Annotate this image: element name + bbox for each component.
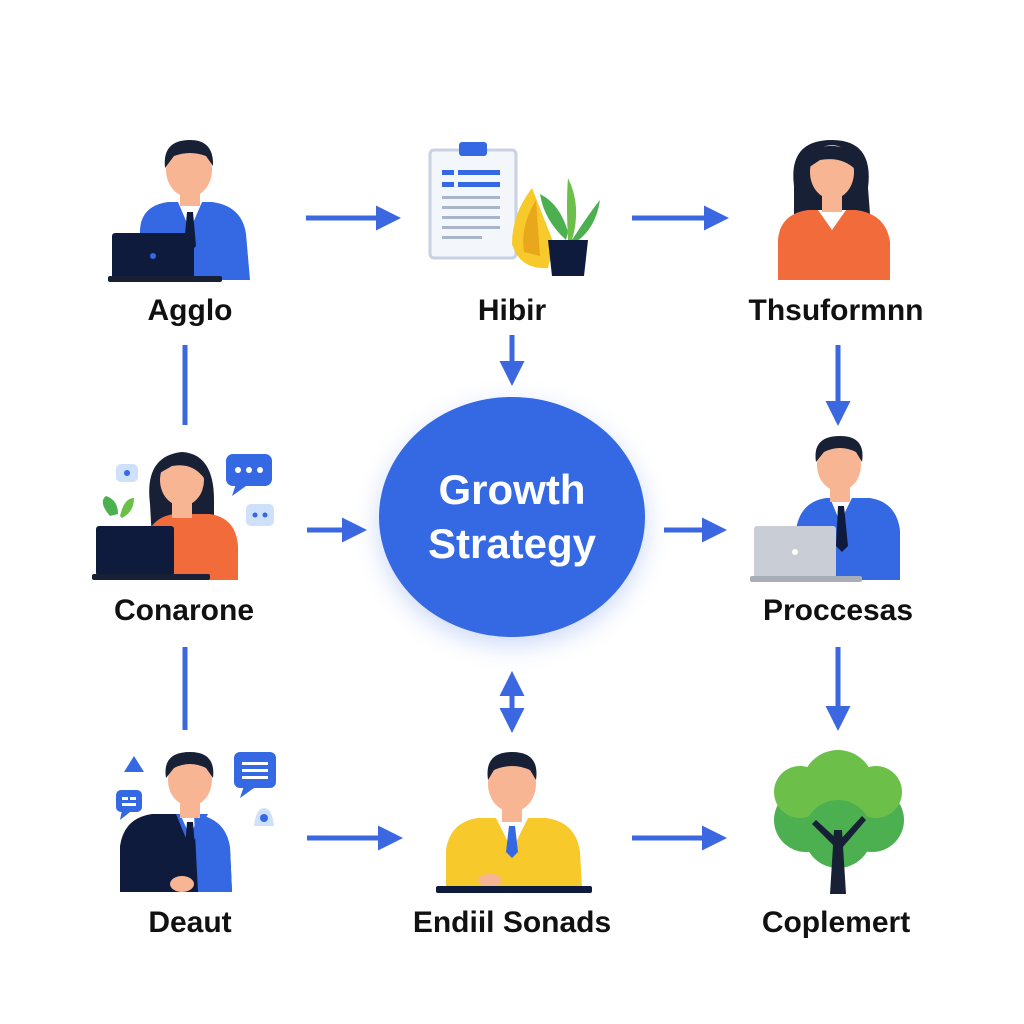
node-label-proccesas: Proccesas [762, 594, 914, 627]
node-label-thsuformnn: Thsuformnn [748, 294, 924, 327]
tree-icon [774, 750, 904, 894]
hub-title-line-1: Growth [438, 466, 586, 513]
man-desk-icon [436, 752, 592, 893]
node-label-conarone: Conarone [113, 594, 255, 627]
connectors [182, 205, 851, 851]
man-laptop-icon [750, 436, 900, 582]
node-label-hibir: Hibir [477, 294, 547, 327]
node-label-coplemert: Coplemert [761, 906, 911, 939]
growth-strategy-hub: Growth Strategy [379, 397, 645, 637]
node-label-deaut: Deaut [148, 906, 232, 939]
node-label-endiil-sonads: Endiil Sonads [412, 906, 612, 939]
man-chat-icon [116, 752, 276, 892]
node-label-agglo: Agglo [147, 294, 233, 327]
clipboard-plant-icon [428, 142, 600, 276]
woman-avatar-icon [778, 140, 890, 280]
woman-laptop-chat-icon [92, 452, 274, 580]
hub-title-line-2: Strategy [427, 520, 597, 567]
person-laptop-icon [108, 140, 250, 282]
